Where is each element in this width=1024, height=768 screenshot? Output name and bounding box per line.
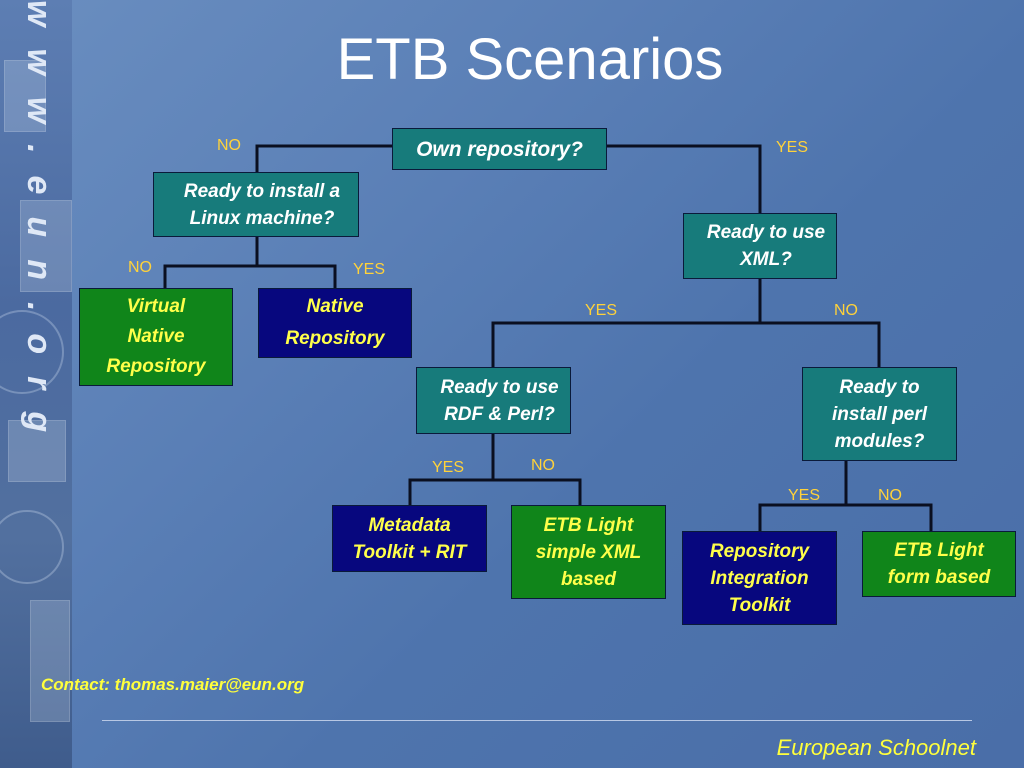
decorative-side-strip: www.eun.org [0,0,72,768]
label-perl-yes: YES [788,487,821,504]
label-root-yes: YES [776,139,809,156]
outcome-native-repository: Native Repository [258,288,412,358]
connector-root-no [255,144,392,172]
label-rdf-yes: YES [432,459,465,476]
outcome-repository-integration-toolkit: Repository Integration Toolkit [682,531,837,625]
label-perl-no: NO [878,487,902,504]
contact-info: Contact: thomas.maier@eun.org [41,675,305,694]
node-install-perl: Ready to install perl modules? [802,367,957,461]
outcome-etb-light-xml: ETB Light simple XML based [511,505,666,599]
node-install-linux: Ready to install a Linux machine? [153,172,359,237]
label-xml-yes: YES [585,302,618,319]
node-rdf-perl: Ready to use RDF & Perl? [416,367,571,434]
connector-rdf-split [408,478,582,505]
outcome-metadata-toolkit: Metadata Toolkit + RIT [332,505,487,572]
connector-root-yes [606,144,762,213]
outcome-virtual-native-repository: Virtual Native Repository [79,288,233,386]
node-use-xml: Ready to use XML? [683,213,837,279]
label-root-no: NO [217,137,241,154]
label-rdf-no: NO [531,457,555,474]
footer-organization: European Schoolnet [776,735,976,760]
connector-linux-split [163,264,337,288]
label-xml-no: NO [834,302,858,319]
outcome-etb-light-form: ETB Light form based [862,531,1016,597]
page-title: ETB Scenarios [336,27,724,92]
label-linux-yes: YES [353,261,386,278]
connector-xml-split [491,321,881,367]
node-own-repository: Own repository? [392,128,607,170]
footer-divider [102,720,972,721]
connector-perl-split [758,503,933,531]
label-linux-no: NO [128,259,152,276]
